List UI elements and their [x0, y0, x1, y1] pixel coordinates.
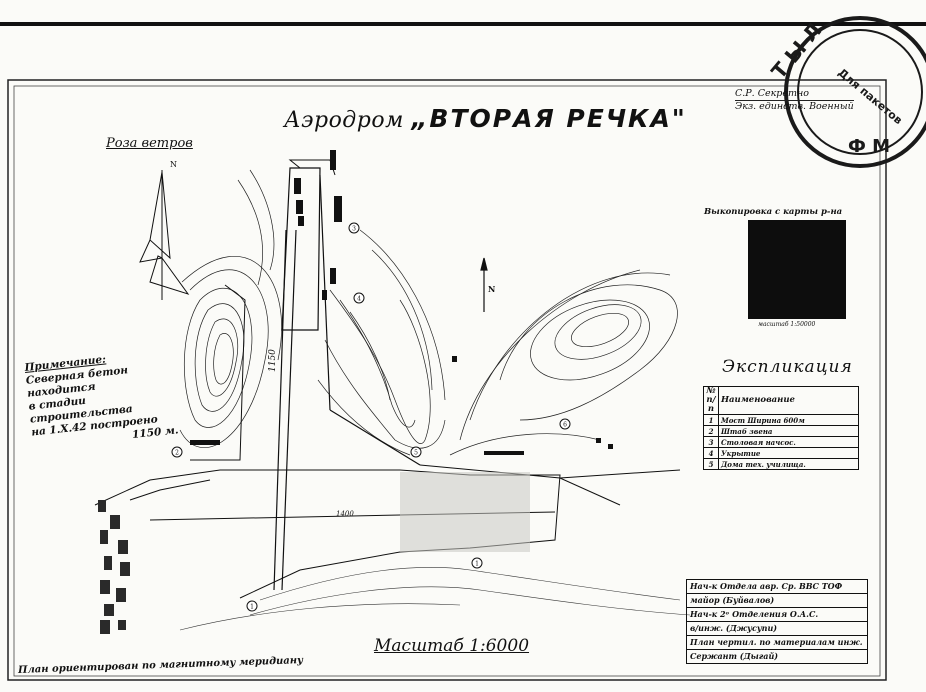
- legend-title: Экспликация: [722, 357, 853, 377]
- signature-row: майор (Буйвалов): [687, 594, 867, 608]
- legend-table: № п/п Наименование 1 Мост Ширина 600м 2 …: [703, 386, 859, 470]
- legend-row: 4 Укрытие: [703, 447, 859, 459]
- map-marker-number: 1: [250, 604, 254, 611]
- outer-frame: [7, 79, 887, 681]
- village-blocks: [98, 500, 130, 634]
- buildings: [190, 150, 613, 455]
- map-title: Аэродром „ВТОРАЯ РЕЧКА": [284, 104, 687, 133]
- legend-row: 5 Дома тех. училища.: [703, 458, 859, 470]
- construction-note: Примечание: Северная бетон находится в с…: [24, 345, 193, 452]
- legend-num: 3: [703, 436, 719, 448]
- wind-rose-north: N: [170, 160, 177, 169]
- approval-line-2: Экз. единств. Военный: [735, 101, 854, 112]
- map-marker-number: 4: [357, 296, 361, 303]
- copy-block-caption: масштаб 1:50000: [758, 321, 816, 328]
- legend-num: 5: [703, 458, 719, 470]
- copy-block-title: Выкопировка с карты р-на: [704, 207, 843, 217]
- signature-row: Нач-к Отдела авр. Ср. ВВС ТОФ: [687, 580, 867, 594]
- apron-shading: [400, 472, 530, 552]
- north-arrow-label: N: [488, 284, 496, 294]
- approval-block: С.Р. Секретно Экз. единств. Военный: [735, 88, 854, 113]
- legend-row: 1 Мост Ширина 600м: [703, 414, 859, 426]
- legend-name: Штаб звена: [718, 425, 859, 437]
- wind-rose-figure: [139, 170, 190, 300]
- map-marker-number: 2: [175, 450, 179, 457]
- runway-length-label: 1150: [268, 349, 278, 372]
- legend-header-name: Наименование: [718, 386, 859, 415]
- contours-left: [179, 169, 282, 448]
- legend-row: 2 Штаб звена: [703, 425, 859, 437]
- signature-row: Нач-к 2ᵒ Отделения О.А.С.: [687, 608, 867, 622]
- signature-row: Сержант (Дыгай): [690, 651, 779, 661]
- legend-name: Укрытие: [718, 447, 859, 459]
- signature-row: План чертил. по материалам инж.: [687, 636, 867, 650]
- top-rule: [0, 22, 926, 26]
- legend-num: 4: [703, 447, 719, 459]
- inner-frame: [13, 85, 881, 677]
- map-marker-number: 1: [475, 561, 479, 568]
- map-marker-number: 6: [563, 422, 567, 429]
- legend-row: 3 Столовая начсос.: [703, 436, 859, 448]
- contours-right: [449, 269, 678, 456]
- legend-name: Столовая начсос.: [718, 436, 859, 448]
- legend-header-num: № п/п: [703, 386, 719, 415]
- legend-name: Дома тех. училища.: [718, 458, 859, 470]
- contours-middle: [317, 229, 446, 456]
- legend-num: 2: [703, 425, 719, 437]
- map-marker-number: 3: [352, 226, 356, 233]
- legend-name: Мост Ширина 600м: [718, 414, 859, 426]
- map-marker-number: 5: [414, 450, 418, 457]
- runway: [273, 167, 421, 591]
- svg-text:Т Ы Л: Т Ы Л: [766, 18, 826, 83]
- title-name: „ВТОРАЯ РЕЧКА": [411, 104, 687, 133]
- approval-line-1: С.Р. Секретно: [735, 88, 854, 101]
- legend-header-row: № п/п Наименование: [703, 386, 859, 415]
- contours-bottom: [179, 567, 691, 631]
- map-scale: Масштаб 1:6000: [374, 636, 530, 656]
- wind-rose-label: Роза ветров: [106, 136, 193, 151]
- redacted-map-excerpt: [748, 220, 846, 319]
- north-arrow-figure: [480, 257, 488, 312]
- signature-block: Нач-к Отдела авр. Ср. ВВС ТОФ майор (Буй…: [686, 579, 868, 664]
- legend-num: 1: [703, 414, 719, 426]
- title-prefix: Аэродром: [284, 108, 404, 133]
- map-markers: 1 2 3 4 5 6 1: [171, 222, 571, 612]
- signature-row: в/инж. (Джусупи): [687, 622, 867, 636]
- cross-length-label: 1400: [336, 510, 354, 518]
- svg-text:Ф М: Ф М: [848, 136, 890, 157]
